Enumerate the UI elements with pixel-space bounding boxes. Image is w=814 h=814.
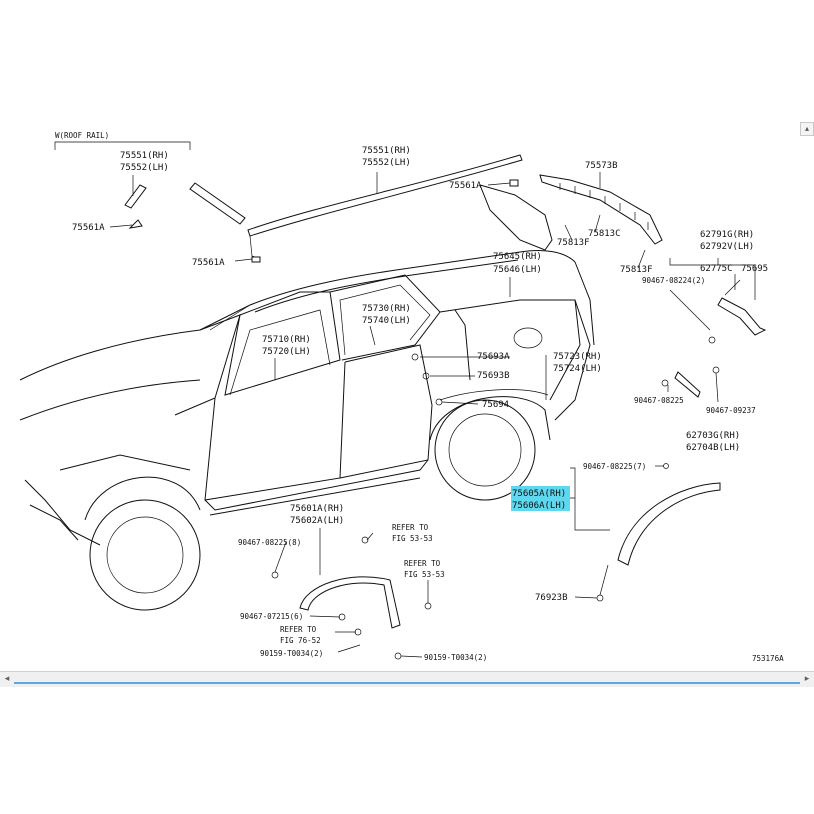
part-label-p20: 75694: [482, 400, 509, 410]
part-label-p32-line2: FIG 76-52: [280, 636, 321, 645]
chevron-right-icon: ▸: [804, 674, 810, 684]
part-label-p10-line1: 75645(RH): [493, 252, 542, 262]
group-label-roof-rail: W(ROOF RAIL): [55, 131, 109, 140]
part-label-p32-line1: REFER TO: [280, 625, 317, 634]
part-label-p27-line2: FIG 53-53: [392, 534, 433, 543]
part-label-p12: 62775C: [700, 264, 733, 274]
part-label-p18-line2: 75724(LH): [553, 364, 602, 374]
part-label-p27-line1: REFER TO: [392, 523, 429, 532]
part-label-p23-line1: 62703G(RH): [686, 431, 740, 441]
part-label-p21: 90467-08225: [634, 396, 684, 405]
scroll-right-button[interactable]: ▸: [800, 672, 814, 687]
part-label-p1-line2: 75552(LH): [120, 163, 169, 173]
part-label-p25-line2[interactable]: 75606A(LH): [512, 501, 566, 511]
part-label-p34: 90159-T0034(2): [424, 653, 487, 662]
part-label-p11-line2: 62792V(LH): [700, 242, 754, 252]
horizontal-scrollbar[interactable]: ◂ ▸: [0, 671, 814, 687]
part-label-p15-line2: 75740(LH): [362, 316, 411, 326]
part-label-p9: 75813F: [620, 265, 653, 275]
part-label-p26-line1: 75601A(RH): [290, 504, 344, 514]
part-label-p24: 90467-08225(7): [583, 462, 646, 471]
part-label-p13: 75695: [741, 264, 768, 274]
scroll-up-button[interactable]: ▴: [800, 122, 814, 136]
part-label-p29-line1: REFER TO: [404, 559, 441, 568]
part-label-p7: 75813C: [588, 229, 621, 239]
scroll-left-button[interactable]: ◂: [0, 672, 14, 687]
part-label-p33: 90159-T0034(2): [260, 649, 323, 658]
part-label-p8: 75813F: [557, 238, 590, 248]
part-label-p3-line2: 75552(LH): [362, 158, 411, 168]
vehicle-body-drawing: [19, 249, 595, 611]
part-label-p16-line1: 75710(RH): [262, 335, 311, 345]
part-label-p28: 90467-08225(8): [238, 538, 301, 547]
part-label-p5: 75561A: [192, 258, 225, 268]
part-label-p10-line2: 75646(LH): [493, 265, 542, 275]
parts-drawing: [54, 141, 767, 660]
part-label-p11-line1: 62791G(RH): [700, 230, 754, 240]
part-label-p26-line2: 75602A(LH): [290, 516, 344, 526]
leader-lines: [109, 172, 756, 658]
part-label-p16-line2: 75720(LH): [262, 347, 311, 357]
part-label-p15-line1: 75730(RH): [362, 304, 411, 314]
part-label-p22: 90467-09237: [706, 406, 756, 415]
part-label-p30: 76923B: [535, 593, 568, 603]
part-label-p29-line2: FIG 53-53: [404, 570, 445, 579]
part-label-p18-line1: 75723(RH): [553, 352, 602, 362]
part-label-p17: 75693A: [477, 352, 510, 362]
scroll-track[interactable]: [14, 676, 800, 684]
chevron-left-icon: ◂: [4, 674, 10, 684]
part-label-p3-line1: 75551(RH): [362, 146, 411, 156]
part-label-p4: 75561A: [449, 181, 482, 191]
chevron-up-icon: ▴: [804, 124, 809, 133]
scroll-thumb[interactable]: [14, 682, 800, 684]
part-label-p31: 90467-07215(6): [240, 612, 303, 621]
parts-diagram: W(ROOF RAIL) 75551(RH) 75552(LH) 75561A …: [19, 131, 784, 663]
part-label-p1-line1: 75551(RH): [120, 151, 169, 161]
part-label-p2: 75561A: [72, 223, 105, 233]
part-label-p23-line2: 62704B(LH): [686, 443, 740, 453]
part-label-p14: 90467-08224(2): [642, 276, 705, 285]
part-label-p19: 75693B: [477, 371, 510, 381]
part-label-p6: 75573B: [585, 161, 618, 171]
part-label-p25-line1[interactable]: 75605A(RH): [512, 489, 566, 499]
part-labels: W(ROOF RAIL) 75551(RH) 75552(LH) 75561A …: [55, 131, 784, 663]
highlight-box: [511, 486, 570, 511]
figure-id: 753176A: [752, 654, 784, 663]
